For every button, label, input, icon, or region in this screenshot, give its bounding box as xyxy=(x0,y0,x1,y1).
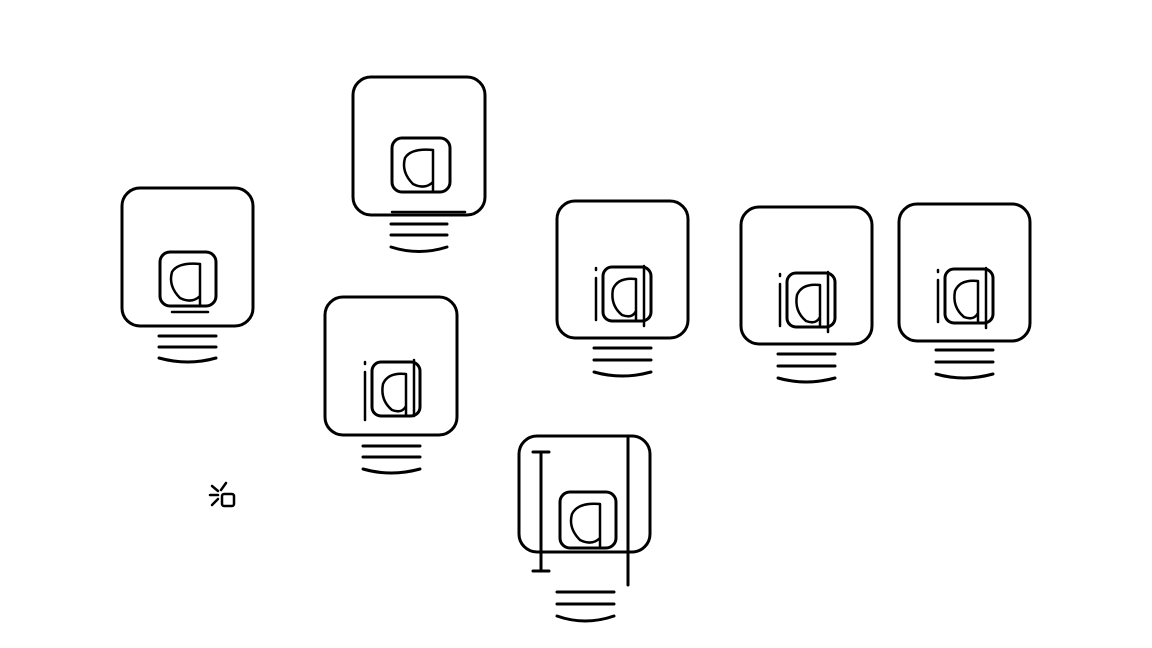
at-sign-box-icon xyxy=(351,75,487,253)
at-sign-box-icon xyxy=(739,205,874,384)
at-sign-box-icon xyxy=(897,202,1032,380)
at-sign-box-icon xyxy=(120,186,255,364)
at-sign-box-icon xyxy=(517,434,652,623)
sparkle-icon xyxy=(208,481,236,508)
at-sign-box-icon xyxy=(555,199,690,378)
at-sign-box-icon xyxy=(323,295,459,475)
